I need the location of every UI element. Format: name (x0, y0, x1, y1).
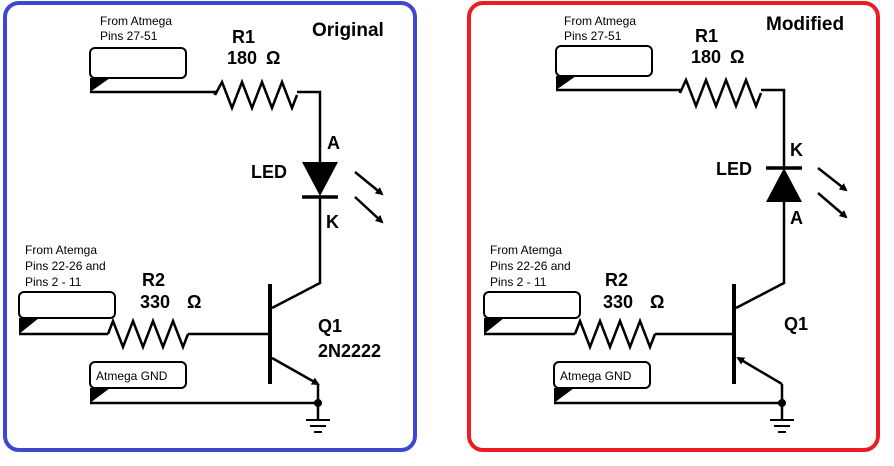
resistor-r1 (213, 78, 299, 112)
ground-icon (306, 419, 330, 433)
input-left-label-line2: Pins 22-26 and (490, 259, 571, 273)
transistor-emitter (271, 356, 320, 386)
input-left-connector (18, 291, 116, 319)
input-top-connector-shadow (556, 76, 576, 90)
input-left-label-line3: Pins 2 - 11 (490, 275, 547, 289)
wire-r1-led (297, 90, 322, 162)
input-left-label-line1: From Atemga (490, 243, 562, 257)
input-top-label-line2: Pins 27-51 (100, 29, 158, 43)
junction-dot (314, 399, 322, 407)
resistor-r2 (573, 317, 657, 351)
panel-modified: Modified From Atmega Pins 27-51 R1 180 Ω… (467, 1, 880, 452)
input-left-connector-shadow (484, 318, 504, 334)
junction-dot (778, 399, 786, 407)
led-triangle (302, 162, 338, 196)
input-top-label-line2: Pins 27-51 (564, 29, 622, 43)
transistor-emitter (736, 356, 783, 386)
gnd-connector (89, 361, 187, 389)
wire-r1-in (556, 88, 682, 93)
led-pin-top: A (327, 133, 340, 153)
resistor-r2 (106, 317, 190, 351)
led-emission-arrow-1 (817, 167, 848, 192)
input-top-connector (89, 47, 187, 79)
led-pin-top: K (790, 140, 803, 160)
r2-ohm: Ω (187, 292, 201, 312)
led-pin-bottom: K (326, 212, 339, 232)
panel-title: Original (312, 20, 384, 41)
gnd-label: Atmega GND (96, 369, 168, 383)
q1-name: Q1 (318, 316, 342, 336)
resistor-r1 (678, 76, 763, 110)
r2-value: 330 (140, 292, 170, 312)
r2-value: 330 (603, 292, 633, 312)
q1-part: 2N2222 (318, 341, 381, 361)
gnd-label: Atmega GND (560, 369, 632, 383)
led-emission-arrow-2 (817, 192, 848, 219)
led-emission-arrow-1 (354, 171, 384, 196)
input-left-label-line2: Pins 22-26 and (25, 259, 106, 273)
panel-original: Original From Atmega Pins 27-51 R1 180 Ω… (3, 1, 417, 452)
input-top-label-line1: From Atmega (100, 14, 172, 28)
input-top-connector-shadow (90, 78, 110, 92)
panel-title: Modified (766, 14, 844, 35)
led-emission-arrow-2 (354, 196, 384, 224)
gnd-connector-shadow (554, 388, 574, 403)
r1-ohm: Ω (266, 48, 280, 68)
ground-icon (770, 419, 794, 433)
r1-value: 180 (691, 47, 721, 67)
input-left-label-line3: Pins 2 - 11 (25, 275, 82, 289)
r1-name: R1 (232, 27, 255, 47)
r1-value: 180 (227, 48, 257, 68)
panel-frame-modified (467, 1, 880, 452)
led-triangle (766, 168, 802, 202)
panel-frame-original (3, 1, 417, 452)
wire-led-collector (735, 202, 786, 310)
led-pin-bottom: A (790, 208, 803, 228)
r1-name: R1 (695, 26, 718, 46)
wire-r1-led (761, 88, 786, 168)
input-top-connector (555, 45, 653, 77)
wire-r1-in (90, 90, 217, 95)
input-top-label-line1: From Atmega (564, 14, 636, 28)
r2-name: R2 (605, 270, 628, 290)
input-left-label-line1: From Atemga (25, 243, 97, 257)
input-left-connector (483, 291, 581, 319)
gnd-connector (553, 361, 651, 389)
wire-led-collector (271, 197, 322, 310)
r2-name: R2 (142, 270, 165, 290)
input-left-connector-shadow (19, 318, 39, 334)
q1-name: Q1 (784, 314, 808, 334)
r1-ohm: Ω (730, 47, 744, 67)
r2-ohm: Ω (650, 292, 664, 312)
led-label: LED (251, 162, 287, 182)
gnd-connector-shadow (90, 388, 110, 403)
led-label: LED (716, 159, 752, 179)
